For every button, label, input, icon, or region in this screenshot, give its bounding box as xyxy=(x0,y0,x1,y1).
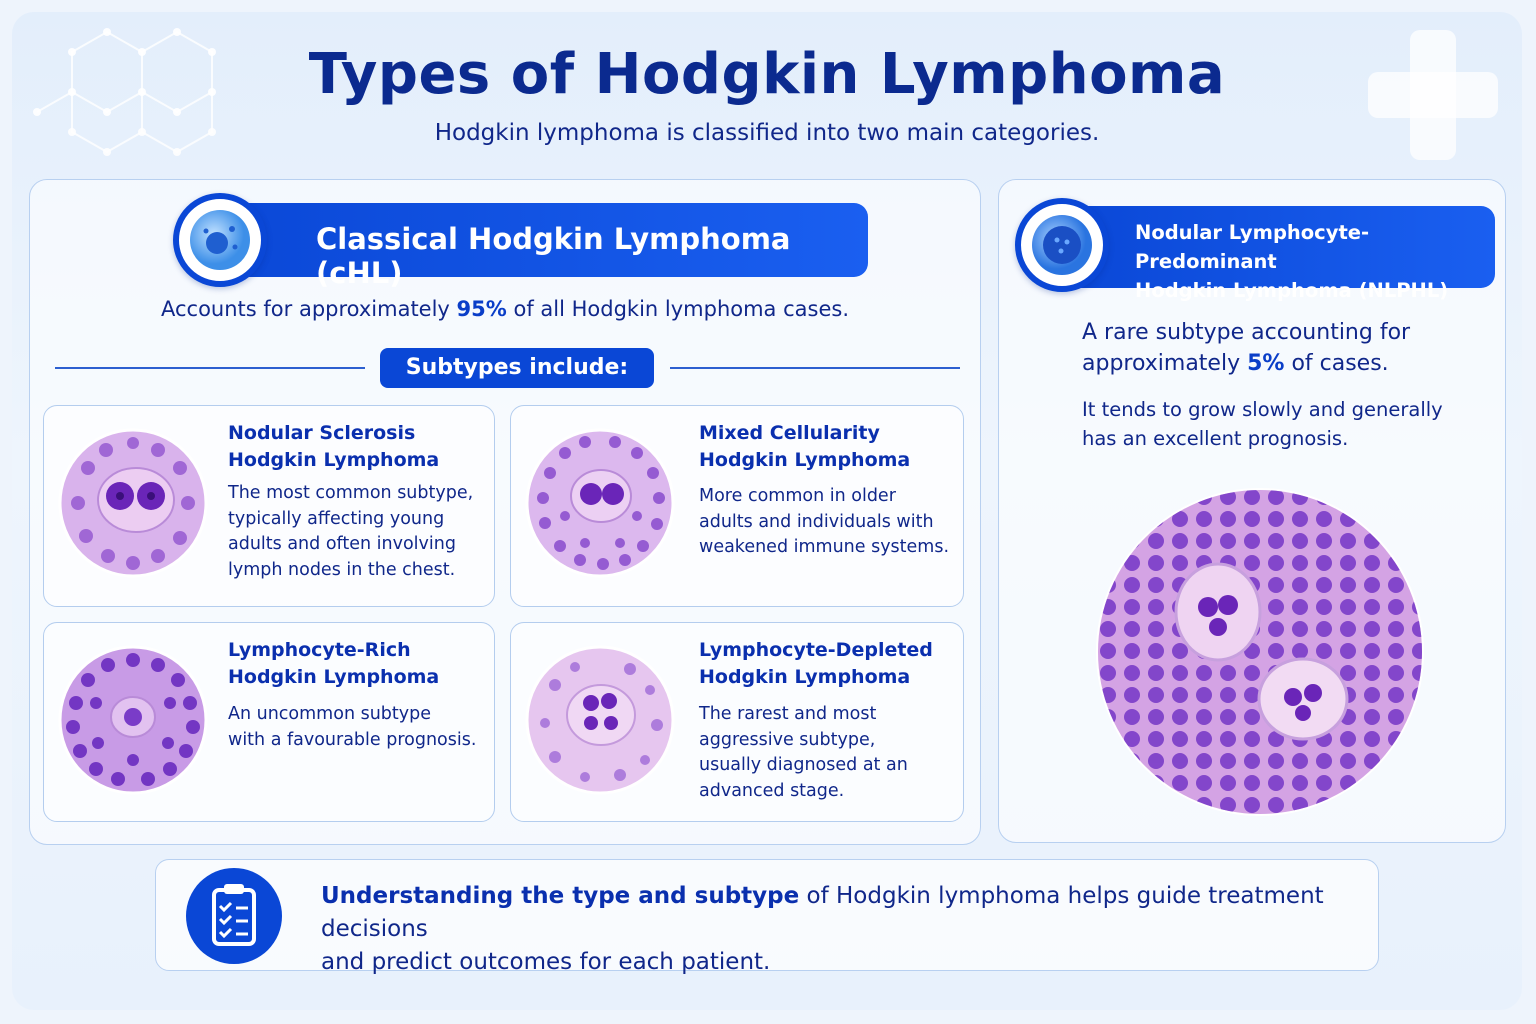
cell-icon xyxy=(173,193,267,287)
takeaway-text: Understanding the type and subtype of Ho… xyxy=(321,883,1324,975)
classical-heading: Classical Hodgkin Lymphoma (cHL) xyxy=(316,222,791,290)
subtypes-label: Subtypes include: xyxy=(380,348,654,388)
classical-accounts: Accounts for approximately 95% of all Ho… xyxy=(161,297,849,321)
page-subtitle: Hodgkin lymphoma is classified into two … xyxy=(434,120,1100,146)
nlphl-micrograph xyxy=(1096,488,1424,816)
infographic: Types of Hodgkin Lymphoma Hodgkin lympho… xyxy=(12,12,1522,1010)
nlphl-rare-text: A rare subtype accounting for approximat… xyxy=(1082,320,1411,376)
lymphocyte-depleted-micrograph xyxy=(525,645,675,795)
subtype-description: The most common subtype,typically affect… xyxy=(228,483,474,580)
classical-panel: Classical Hodgkin Lymphoma (cHL) Account… xyxy=(29,179,981,845)
clipboard-checklist-icon xyxy=(186,868,282,964)
takeaway-box: Understanding the type and subtype of Ho… xyxy=(155,859,1379,975)
hexagon-network-decoration xyxy=(33,28,216,156)
divider-left xyxy=(55,367,365,369)
lymphocyte-rich-micrograph xyxy=(58,645,208,795)
nodular-sclerosis-micrograph xyxy=(58,428,208,578)
mixed-cellularity-micrograph xyxy=(525,428,675,578)
page-title: Types of Hodgkin Lymphoma xyxy=(308,42,1226,107)
medical-cross-icon xyxy=(1368,30,1498,160)
classical-heading-pill: Classical Hodgkin Lymphoma (cHL) xyxy=(198,203,868,290)
divider-right xyxy=(670,367,960,369)
lymphocyte-icon xyxy=(1015,198,1109,292)
